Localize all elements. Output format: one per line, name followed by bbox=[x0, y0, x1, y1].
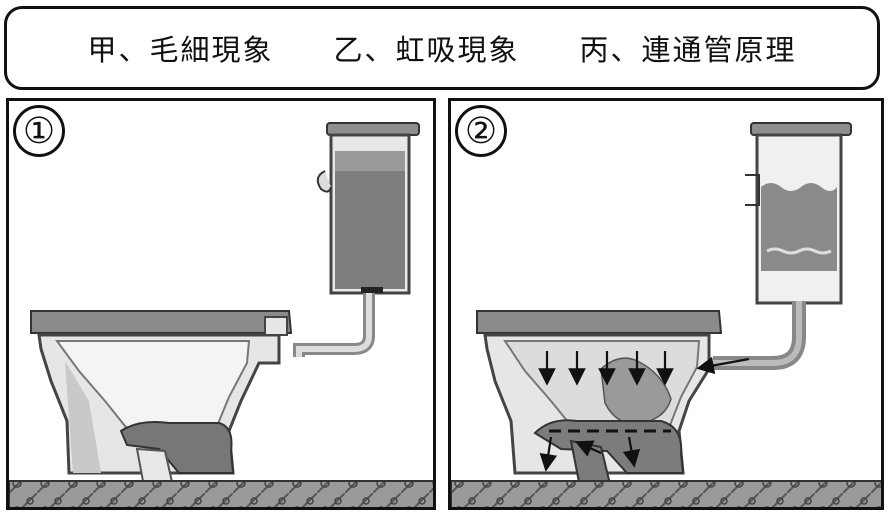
panel-number-2: ② bbox=[455, 105, 507, 157]
option-yi: 乙、虹吸現象 bbox=[333, 33, 520, 67]
floor bbox=[451, 480, 881, 507]
options-row: 甲、毛細現象 乙、虹吸現象 丙、連通管原理 bbox=[7, 9, 877, 87]
water-tank bbox=[745, 122, 852, 305]
floor bbox=[9, 480, 433, 507]
toilet-diagram-1 bbox=[9, 122, 433, 507]
flow-arrows bbox=[538, 351, 750, 472]
option-jia: 甲、毛細現象 bbox=[87, 33, 274, 67]
toilet-diagram-2 bbox=[451, 122, 881, 507]
water-tank bbox=[316, 122, 420, 295]
panel-1: ① bbox=[6, 98, 436, 510]
panel-number-1: ① bbox=[13, 105, 65, 157]
option-bing: 丙、連通管原理 bbox=[579, 33, 797, 67]
toilet-bowl bbox=[30, 310, 293, 507]
title-box: 甲、毛細現象 乙、虹吸現象 丙、連通管原理 bbox=[4, 6, 880, 90]
panel-2: ② bbox=[448, 98, 884, 510]
